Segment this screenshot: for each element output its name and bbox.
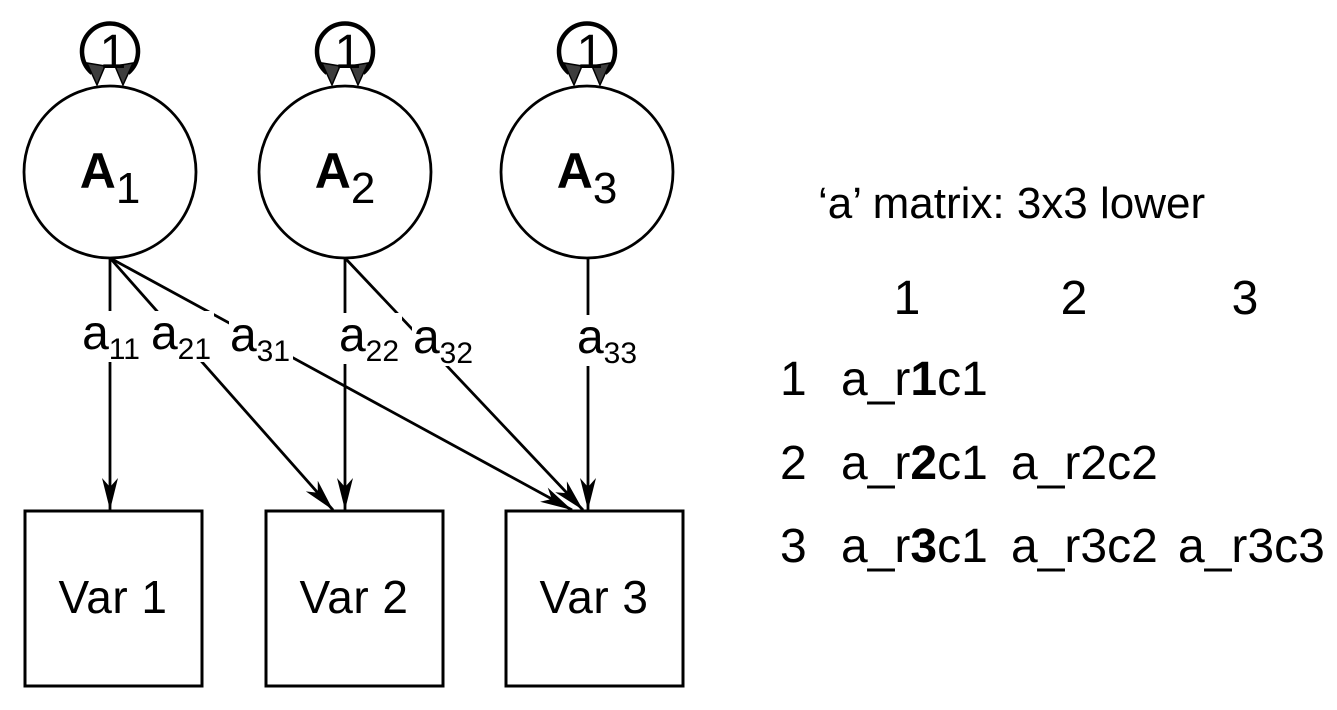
path-labels: a11 a21 a31 a22 a32 a33: [81, 307, 640, 370]
arrow-a21: [108, 257, 335, 511]
matrix-cell-r3c2: a_r3c2: [1011, 520, 1158, 573]
arrow-a31: [109, 256, 573, 512]
loop-value: 1: [100, 26, 127, 79]
path-label-a31: a31: [229, 309, 293, 368]
loop-arc: [556, 21, 618, 75]
loop-arrowhead-right-icon: [113, 62, 135, 87]
self-loop-a2: 1: [314, 21, 376, 87]
loop-arc: [79, 21, 141, 75]
path-label-a11: a11: [81, 307, 145, 366]
loop-arrowhead-left-icon: [85, 62, 107, 87]
self-loop-a1: 1: [79, 21, 141, 87]
matrix-col-header-1: 1: [893, 272, 921, 325]
path-arrows: [102, 256, 596, 512]
svg-text:a11: a11: [82, 307, 140, 366]
svg-text:a21: a21: [151, 307, 211, 366]
svg-text:a22: a22: [339, 309, 399, 368]
loop-arrowhead-left-icon: [320, 62, 342, 87]
arrow-a32: [343, 257, 585, 511]
matrix-cell-r3c1: a_r3c1: [841, 520, 988, 573]
matrix-row3-label: 3: [780, 520, 807, 573]
latent-label-a1: A1: [80, 143, 141, 213]
manifest-box-var1: [23, 509, 204, 688]
latent-label-a3: A3: [557, 143, 618, 213]
self-loop-a3: 1: [556, 21, 618, 87]
loop-arc: [314, 21, 376, 75]
manifest-label-var1: Var 1: [58, 571, 167, 623]
manifest-label-var2: Var 2: [299, 571, 408, 623]
latent-circle-a1: [22, 84, 198, 260]
matrix-col-header-2: 2: [1060, 272, 1088, 325]
latent-label-a2: A2: [315, 143, 376, 213]
latent-circle-a3: [499, 84, 675, 260]
matrix-col-header-3: 3: [1231, 272, 1259, 325]
matrix-cell-r3c3: a_r3c3: [1178, 520, 1325, 573]
path-label-a32: a32: [412, 311, 476, 370]
matrix-cell-r2c2: a_r2c2: [1011, 437, 1158, 490]
svg-text:a31: a31: [230, 309, 290, 368]
matrix-title: ‘a’ matrix: 3x3 lower: [818, 179, 1206, 228]
matrix-cell-r2c1: a_r2c1: [841, 437, 988, 490]
self-loops: 1 1 1: [79, 21, 618, 87]
path-diagram: 1 1 1 A1 A2 A3 a11: [22, 21, 685, 688]
latent-circle-a2: [257, 84, 433, 260]
matrix-row1-label: 1: [780, 353, 807, 406]
matrix-cell-r1c1: a_r1c1: [841, 353, 988, 406]
loop-value: 1: [577, 26, 604, 79]
svg-text:a32: a32: [413, 311, 473, 370]
loop-arrowhead-right-icon: [348, 62, 370, 87]
path-label-a33: a33: [576, 311, 640, 370]
path-label-a21: a21: [151, 307, 214, 366]
loop-arrowhead-right-icon: [590, 62, 612, 87]
manifest-box-var3: [504, 509, 685, 688]
loop-arrowhead-left-icon: [562, 62, 584, 87]
svg-text:a33: a33: [577, 311, 637, 370]
manifest-label-var3: Var 3: [539, 571, 648, 623]
path-label-a22: a22: [338, 309, 402, 368]
loop-value: 1: [335, 26, 362, 79]
manifest-box-var2: [264, 509, 445, 688]
matrix-row2-label: 2: [780, 437, 807, 490]
